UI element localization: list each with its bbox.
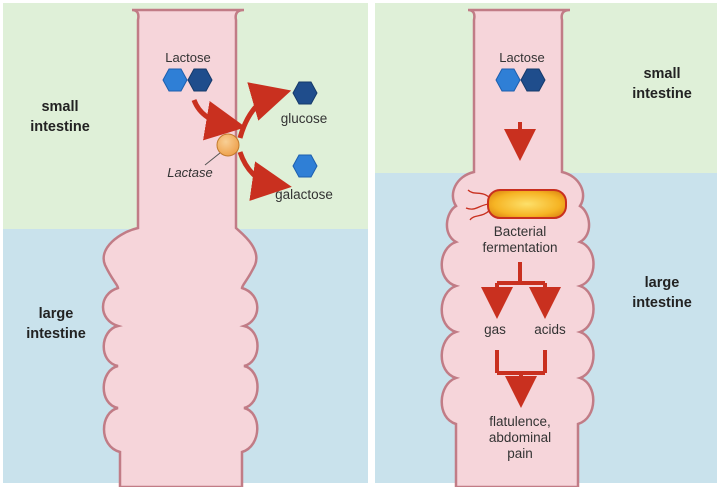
lactase-enzyme-icon — [216, 133, 240, 157]
glucose-arrow — [237, 82, 292, 139]
galactose-arrow — [237, 151, 292, 201]
acids-label: acids — [534, 322, 566, 337]
lactose-hexagon-dark-icon — [187, 68, 213, 92]
lactase-label: Lactase — [167, 165, 213, 180]
left-lactose-arrow — [191, 98, 246, 141]
lactase-pointer-line — [204, 152, 221, 166]
bacterium-icon — [465, 189, 567, 221]
lactose-hexagon-light-icon — [162, 68, 188, 92]
glucose-label: glucose — [281, 111, 328, 126]
galactose-label: galactose — [275, 187, 333, 202]
right-lactose-hexagon-light-icon — [495, 68, 521, 92]
panel-divider — [368, 0, 375, 487]
galactose-hexagon-icon — [292, 154, 318, 178]
right-lactose-hexagon-dark-icon — [520, 68, 546, 92]
merge-arrow — [495, 350, 547, 408]
right-lactose-label: Lactose — [499, 50, 545, 65]
gas-label: gas — [484, 322, 506, 337]
glucose-hexagon-icon — [292, 81, 318, 105]
left-lactose-label: Lactose — [165, 50, 211, 65]
fermentation-split-arrow — [481, 262, 561, 319]
